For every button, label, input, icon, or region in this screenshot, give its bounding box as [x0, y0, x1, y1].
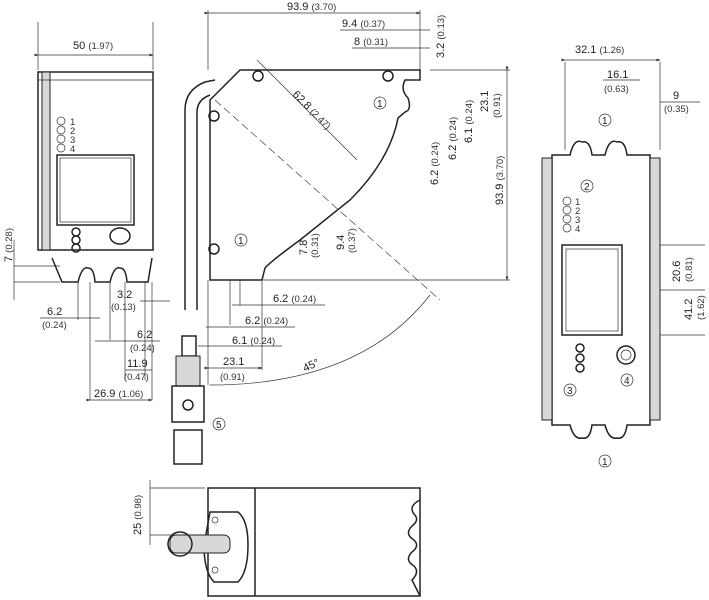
dim-16-1-in: (0.63): [604, 84, 629, 95]
svg-text:5: 5: [216, 420, 222, 431]
dim-41-2: 41.2: [683, 299, 695, 320]
svg-text:1: 1: [602, 116, 608, 127]
dim-25: 25 (0.98): [132, 495, 144, 535]
dim-11-9-in: (0.47): [124, 372, 149, 383]
led-label: 2: [575, 206, 580, 217]
button-enter: [71, 235, 81, 245]
dim-20-6-in: (0.81): [684, 257, 695, 282]
dim-3-2: 3.2: [117, 289, 132, 301]
dim-93-9-height: 93.9 (3.70): [494, 156, 506, 205]
dim-r-23-1-in: (0.91): [492, 93, 503, 118]
front-view: 1 2 3 4 50 (1.97) 7 (0.28) 6.2 (0.24) 3.…: [3, 22, 170, 402]
dim-32-1: 32.1 (1.26): [575, 44, 624, 56]
dim-9-in: (0.35): [664, 104, 689, 115]
callout-1: 1: [598, 454, 612, 468]
led-label: 1: [70, 117, 75, 128]
callout-2: 2: [580, 179, 594, 193]
svg-text:1: 1: [377, 99, 383, 110]
dim-16-1: 16.1: [607, 69, 628, 81]
dim-6-2-b-in: (0.24): [130, 343, 155, 354]
led-label: 4: [575, 224, 580, 235]
dim-b-6-2-a: 6.2 (0.24): [273, 293, 316, 305]
dim-3-2-in: (0.13): [111, 302, 136, 313]
callout-5: 5: [212, 417, 226, 431]
dim-3-2-side: 3.2 (0.13): [435, 15, 447, 58]
dim-62-8: 62.8 (2.47): [290, 89, 333, 132]
dim-7-8: 7.8: [298, 240, 310, 255]
dim-11-9: 11.9: [127, 358, 148, 370]
dim-b-6-1: 6.1 (0.24): [232, 335, 275, 347]
led-label: 2: [70, 126, 75, 137]
right-view: 1 2 3 4 32.1 (1.26) 16.1 (0.63) 9 (0.35)…: [541, 44, 707, 439]
dim-b-23-1: 23.1: [223, 356, 244, 368]
dim-9-4-b: 9.4: [335, 235, 347, 250]
dim-b-23-1-in: (0.91): [220, 372, 245, 383]
led-indicators: 1 2 3 4: [56, 116, 75, 155]
bottom-view: 25 (0.98): [132, 480, 421, 597]
dim-26-9: 26.9 (1.06): [94, 388, 143, 400]
dim-r-6-2-a: 6.2 (0.24): [429, 142, 441, 185]
dim-6-2-a: 6.2: [47, 306, 62, 318]
svg-text:1: 1: [602, 457, 608, 468]
dim-9: 9: [673, 90, 679, 102]
angle-45: 45°: [301, 357, 321, 375]
dim-93-9-width: 93.9 (3.70): [287, 1, 336, 13]
callout-1: 1: [234, 233, 248, 247]
callout-1: 1: [598, 113, 612, 127]
dim-r-23-1: 23.1: [479, 91, 491, 112]
button-up: [71, 227, 81, 237]
led-label: 3: [70, 135, 75, 146]
dim-width: 50 (1.97): [73, 40, 113, 52]
dim-b-6-2-b: 6.2 (0.24): [245, 315, 288, 327]
dim-r-6-1: 6.1 (0.24): [463, 100, 475, 143]
led-label: 1: [575, 197, 580, 208]
svg-text:3: 3: [567, 386, 573, 397]
cable-connector: [171, 335, 205, 465]
svg-text:2: 2: [584, 182, 590, 193]
dim-r-6-2-b: 6.2 (0.24): [447, 117, 459, 160]
dim-7: 7 (0.28): [3, 228, 15, 262]
connector-socket: [109, 227, 131, 245]
dim-8: 8 (0.31): [354, 36, 388, 48]
led-label: 3: [575, 215, 580, 226]
callout-4: 4: [620, 373, 634, 387]
svg-text:1: 1: [238, 236, 244, 247]
dim-9-4-b-in: (0.37): [347, 228, 358, 253]
callouts: 1 1 1 1 2 3 4 5: [212, 96, 634, 468]
svg-text:4: 4: [624, 376, 630, 387]
button-down: [71, 243, 81, 253]
dim-6-2-b: 6.2: [137, 329, 152, 341]
callout-1: 1: [373, 96, 387, 110]
callout-3: 3: [563, 383, 577, 397]
dim-41-2-in: (1.62): [696, 295, 707, 320]
dim-20-6: 20.6: [671, 261, 683, 282]
dim-6-2-a-in: (0.24): [42, 320, 67, 331]
led-label: 4: [70, 144, 75, 155]
dim-7-8-in: (0.31): [310, 233, 321, 258]
dim-9-4: 9.4 (0.37): [342, 18, 385, 30]
side-view: 62.8 (2.47) 93.9 (3.70) 9.4 (0.37) 8 (0.…: [171, 1, 510, 465]
